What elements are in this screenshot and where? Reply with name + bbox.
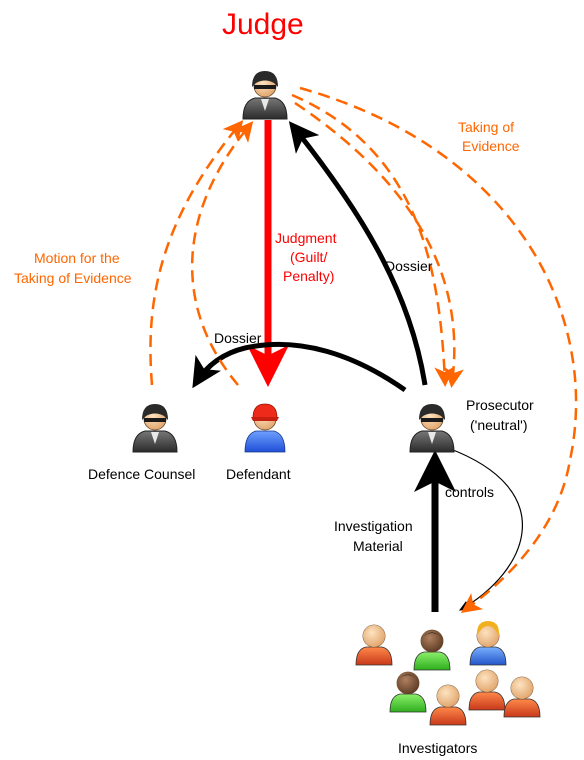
defendant-label: Defendant xyxy=(226,466,291,482)
prosecutor-label-line1: Prosecutor xyxy=(466,397,534,413)
taking-evidence-prosecutor-arrow-a xyxy=(291,93,455,387)
taking-evidence-label-line2: Evidence xyxy=(462,138,520,154)
judgment-label-line2: (Guilt/ xyxy=(290,249,328,266)
investigation-material-line2: Material xyxy=(353,538,403,554)
taking-evidence-investigators-arrow xyxy=(299,86,578,613)
dossier-to-judge-arrow xyxy=(288,121,428,386)
prosecutor-person-icon xyxy=(409,403,455,453)
taking-evidence-label-line1: Taking of xyxy=(458,119,515,135)
arrows xyxy=(149,86,578,613)
investigation-material-line1: Investigation xyxy=(334,518,413,534)
defendant-person-icon xyxy=(244,403,286,453)
dossier-left-label: Dossier xyxy=(214,330,262,346)
motion-label-line1: Motion for the xyxy=(34,250,120,266)
motion-label-line2: Taking of Evidence xyxy=(14,270,132,286)
dossier-right-label: Dossier xyxy=(385,258,433,274)
controls-arrow xyxy=(447,447,524,611)
investigators-group-icon xyxy=(355,621,541,726)
dossier-to-defence-arrow xyxy=(192,341,407,393)
judgment-label-line3: Penalty) xyxy=(283,268,335,285)
defence-counsel-label: Defence Counsel xyxy=(88,466,196,482)
motion-defendant-arrow xyxy=(191,121,254,386)
motion-defence-arrow xyxy=(149,120,244,386)
controls-label: controls xyxy=(445,484,495,500)
judge-title: Judge xyxy=(222,8,304,41)
taking-evidence-prosecutor-arrow-b xyxy=(294,101,464,388)
prosecutor-label-line2: ('neutral') xyxy=(470,417,528,433)
judge-person-icon xyxy=(242,70,288,120)
investigators-label: Investigators xyxy=(398,740,478,756)
judgment-label-line1: Judgment xyxy=(275,230,337,247)
defence-counsel-person-icon xyxy=(132,403,178,453)
